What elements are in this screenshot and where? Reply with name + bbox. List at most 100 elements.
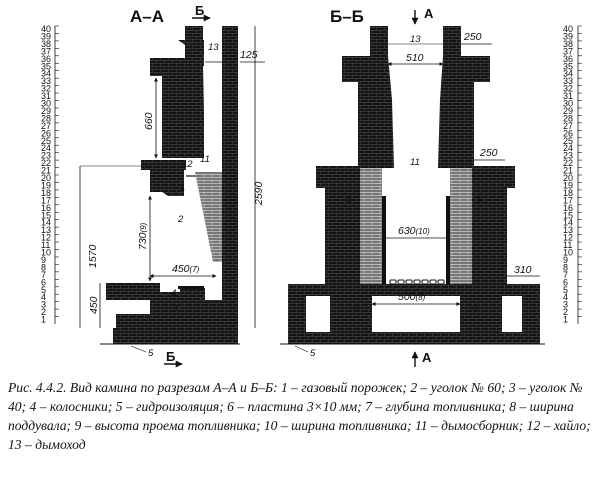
scale-tick-label: 24 [41, 143, 51, 153]
scale-tick-label: 31 [563, 91, 573, 101]
scale-tick-label: 19 [41, 180, 51, 190]
bb-dim-13: 13 [410, 34, 421, 45]
scale-tick-label: 13 [563, 225, 573, 235]
bb-grate [389, 279, 445, 285]
aa-leader-5 [130, 345, 147, 353]
scale-tick-label: 29 [563, 106, 573, 116]
scale-tick-label: 36 [563, 54, 573, 64]
scale-tick-label: 33 [563, 76, 573, 86]
scale-tick-label: 32 [41, 84, 51, 94]
bb-pier-left-outer [325, 188, 360, 284]
scale-tick-label: 30 [563, 99, 573, 109]
scale-tick-label: 26 [41, 128, 51, 138]
scale-tick-label: 28 [563, 113, 573, 123]
bb-pier-right-inner [450, 168, 472, 284]
scale-tick-label: 27 [563, 121, 573, 131]
fireplace-section-drawing: 4039383736353433323130292827262524232221… [41, 3, 582, 368]
aa-label-5: 5 [148, 348, 154, 359]
aa-dim-450: 450 [88, 296, 100, 314]
bb-dim-630: 630(10) [398, 225, 430, 237]
scale-tick-label: 3 [563, 300, 568, 310]
bb-cornice-left [342, 56, 388, 82]
aa-foundation [113, 328, 238, 344]
scale-tick-label: 12 [563, 233, 573, 243]
scale-tick-label: 6 [41, 277, 46, 287]
bb-dim-310: 310 [514, 264, 532, 276]
scale-tick-label: 9 [41, 255, 46, 265]
aa-hearth [106, 283, 222, 328]
bb-label-6-b: 6 [477, 194, 483, 205]
scale-tick-label: 23 [41, 151, 51, 161]
aa-dim-125: 125 [240, 49, 258, 61]
bb-hearth-slab [288, 284, 540, 296]
bb-label-11: 11 [410, 157, 420, 168]
bb-base-block-3 [460, 296, 502, 332]
bb-plate-left [382, 196, 386, 284]
cut-mark-b-bottom: Б [166, 349, 175, 364]
scale-tick-label: 40 [563, 24, 573, 34]
bb-label-5: 5 [310, 348, 316, 359]
scale-tick-label: 31 [41, 91, 51, 101]
scale-tick-label: 34 [41, 69, 51, 79]
scale-tick-label: 36 [41, 54, 51, 64]
figure-caption: Рис. 4.4.2. Вид камина по разрезам А–А и… [8, 380, 591, 452]
aa-label-3: 3 [172, 303, 178, 314]
bb-hood-right [438, 56, 490, 168]
bb-label-6-d: 6 [472, 304, 478, 315]
bb-chimney-right [443, 26, 461, 56]
scale-tick-label: 37 [563, 46, 573, 56]
aa-dim-730-value: 730 [137, 232, 149, 250]
scale-tick-label: 22 [41, 158, 51, 168]
bb-plate-right [446, 196, 450, 284]
scale-tick-label: 17 [563, 195, 573, 205]
bb-dim-500: 500(8) [398, 291, 426, 303]
aa-grate [178, 286, 204, 289]
bb-base-block-1 [288, 296, 306, 332]
scale-tick-label: 16 [41, 203, 51, 213]
scale-tick-label: 21 [563, 166, 573, 176]
scale-tick-label: 1 [563, 315, 568, 325]
scale-tick-label: 8 [41, 262, 46, 272]
scale-tick-label: 20 [41, 173, 51, 183]
bb-dim-250b: 250 [479, 147, 498, 159]
bb-dim-510: 510 [406, 52, 424, 64]
aa-lintel-block [150, 170, 184, 196]
scale-tick-label: 15 [563, 210, 573, 220]
section-bb: Б–Б А [280, 6, 545, 367]
scale-tick-label: 25 [41, 136, 51, 146]
scale-tick-label: 39 [41, 31, 51, 41]
scale-tick-label: 26 [563, 128, 573, 138]
scale-tick-label: 15 [41, 210, 51, 220]
bb-base-block-4 [522, 296, 540, 332]
aa-fire-back [195, 172, 222, 262]
scale-tick-label: 9 [563, 255, 568, 265]
section-aa: А–А Б 13 125 2590 660 1570 [79, 3, 265, 368]
section-bb-title: Б–Б [330, 7, 364, 26]
bb-label-6-a: 6 [346, 194, 352, 205]
scale-tick-label: 35 [563, 61, 573, 71]
scale-tick-label: 7 [563, 270, 568, 280]
scale-tick-label: 2 [563, 307, 568, 317]
scale-tick-label: 1 [41, 315, 46, 325]
scale-tick-label: 17 [41, 195, 51, 205]
scale-tick-label: 24 [563, 143, 573, 153]
bb-mantel-right [468, 166, 515, 188]
aa-back-wall [222, 26, 238, 328]
aa-dim-1570: 1570 [87, 244, 99, 268]
aa-label-4: 4 [171, 288, 176, 299]
scale-tick-label: 12 [41, 233, 51, 243]
scale-tick-label: 19 [563, 180, 573, 190]
aa-label-11: 11 [200, 154, 210, 165]
cut-mark-b-top: Б [195, 3, 204, 18]
bb-leader-5 [294, 345, 309, 353]
bb-dim-250a: 250 [463, 31, 482, 43]
aa-dim-450-7-value: 450 [172, 263, 190, 275]
bb-foundation [288, 332, 540, 344]
bb-dim-500-value: 500 [398, 291, 416, 303]
scale-tick-label: 38 [41, 39, 51, 49]
aa-dim-730-ref: (9) [139, 222, 148, 232]
scale-tick-label: 25 [563, 136, 573, 146]
scale-tick-label: 18 [41, 188, 51, 198]
scale-tick-label: 4 [41, 292, 46, 302]
scale-tick-label: 14 [563, 218, 573, 228]
